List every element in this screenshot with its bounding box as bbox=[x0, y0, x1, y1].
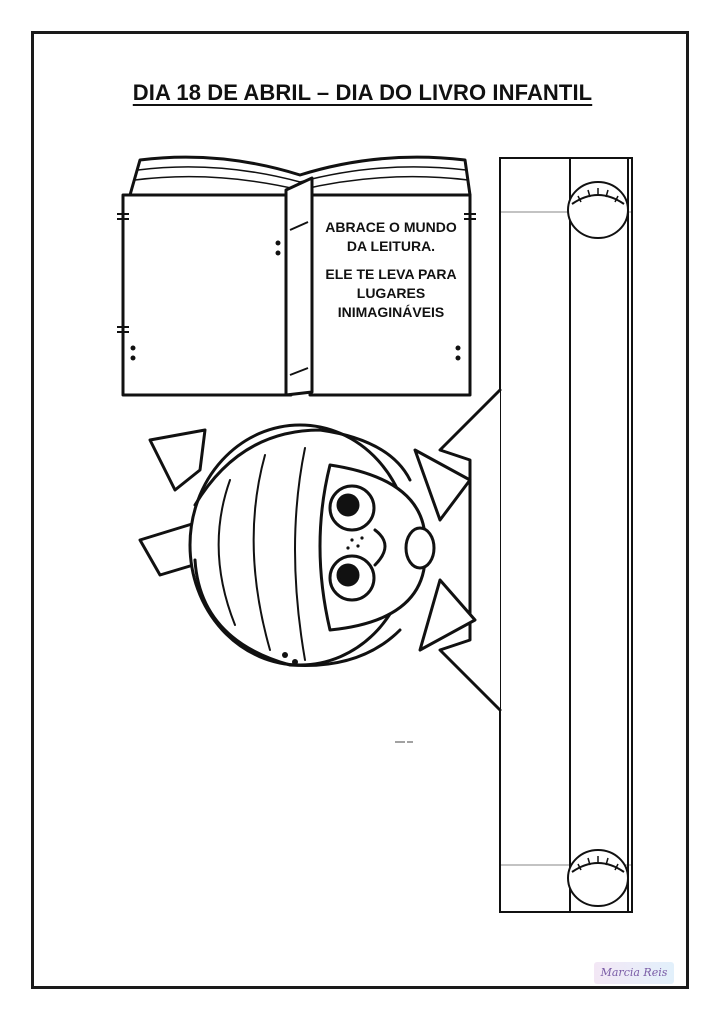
book-message-line-2: ELE TE LEVA PARA LUGARES INIMAGINÁVEIS bbox=[325, 266, 457, 320]
author-logo: Marcia Reis bbox=[594, 962, 674, 984]
open-book-icon bbox=[117, 155, 476, 397]
girl-illustration bbox=[138, 388, 502, 712]
author-signature: Marcia Reis bbox=[600, 966, 668, 979]
page-title: DIA 18 DE ABRIL – DIA DO LIVRO INFANTIL bbox=[132, 80, 593, 105]
page-border bbox=[31, 31, 689, 989]
book-message: ABRACE O MUNDO DA LEITURA. ELE TE LEVA P… bbox=[318, 218, 464, 331]
button-circle-icon bbox=[567, 181, 629, 239]
button-circle-icon bbox=[567, 849, 629, 907]
book-message-line-1: ABRACE O MUNDO DA LEITURA. bbox=[325, 219, 457, 254]
bookmark-strip bbox=[499, 157, 633, 913]
